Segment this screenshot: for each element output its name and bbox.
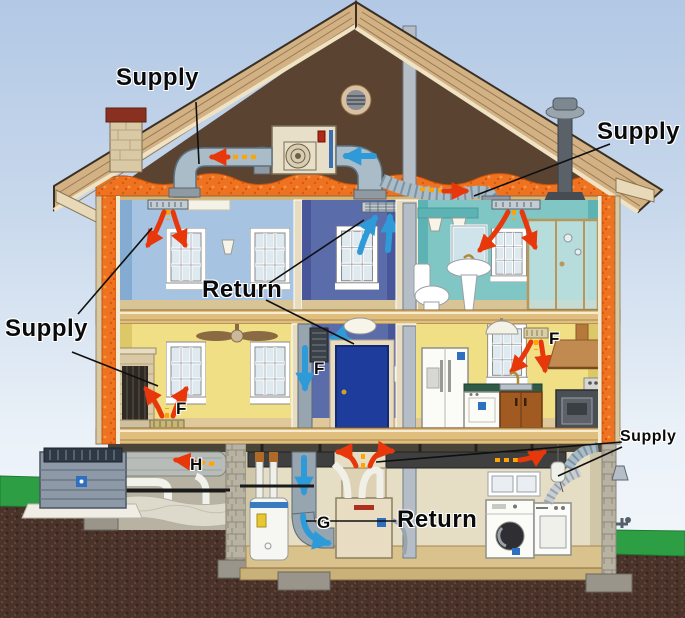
dryer (533, 502, 572, 556)
pier-wall (225, 443, 247, 563)
toilet (413, 263, 450, 311)
bedroom-ceiling-light (185, 199, 231, 211)
ceiling-fan (196, 324, 278, 343)
basement-window (487, 471, 541, 497)
air-handler (271, 125, 337, 175)
faucet (509, 371, 520, 384)
chimney (105, 107, 147, 173)
exterior-wall-cuts (95, 195, 621, 445)
grass-right (611, 529, 685, 557)
marker-f-hallway: F (314, 359, 325, 378)
kitchen-sink (499, 383, 533, 391)
hanging-lamp (550, 444, 566, 493)
label-supply-attic-left: Supply (116, 64, 200, 91)
floor-supply-register (149, 419, 185, 429)
label-supply-basement: Supply (620, 428, 677, 445)
label-return-upper: Return (202, 276, 283, 303)
marker-h: H (190, 455, 203, 474)
pedestal-sink (446, 254, 492, 311)
pendant-light (485, 318, 519, 335)
crawlspace-duct-h (115, 451, 227, 477)
eave-right (615, 177, 655, 203)
marker-f-kitchen: F (549, 329, 560, 348)
second-floor (120, 199, 600, 312)
kitchen-supply-register (523, 327, 549, 339)
hall-ceiling-light (343, 317, 377, 335)
shower-stall (526, 218, 600, 312)
bedroom-supply-register (147, 199, 189, 210)
ac-condenser-unit (21, 447, 230, 519)
label-supply-left: Supply (5, 315, 89, 342)
marker-f-living: F (176, 399, 187, 418)
refrigerator (421, 347, 469, 429)
basement (83, 440, 633, 593)
front-door (329, 339, 395, 429)
roof-exhaust-vent (542, 97, 588, 206)
roof-right (354, 0, 664, 214)
wall-sconce (221, 239, 235, 255)
dishwasher (463, 391, 501, 429)
washer (485, 499, 535, 559)
outside-elements (21, 447, 631, 528)
label-return-basement: Return (397, 506, 478, 533)
bathroom-mirror (450, 224, 488, 266)
dryer-vent-cap (611, 465, 629, 481)
leader-lines (71, 101, 623, 522)
foundation-wall-right (601, 443, 617, 577)
range-hood (547, 323, 609, 370)
water-heater (240, 452, 314, 561)
label-supply-attic-right: Supply (597, 118, 681, 145)
attic (52, 0, 664, 225)
attic-flex-duct (379, 174, 499, 202)
cabinets (499, 391, 543, 429)
hose-bib (616, 517, 631, 528)
bathroom-supply-register (491, 199, 541, 210)
marker-g: G (317, 513, 331, 532)
